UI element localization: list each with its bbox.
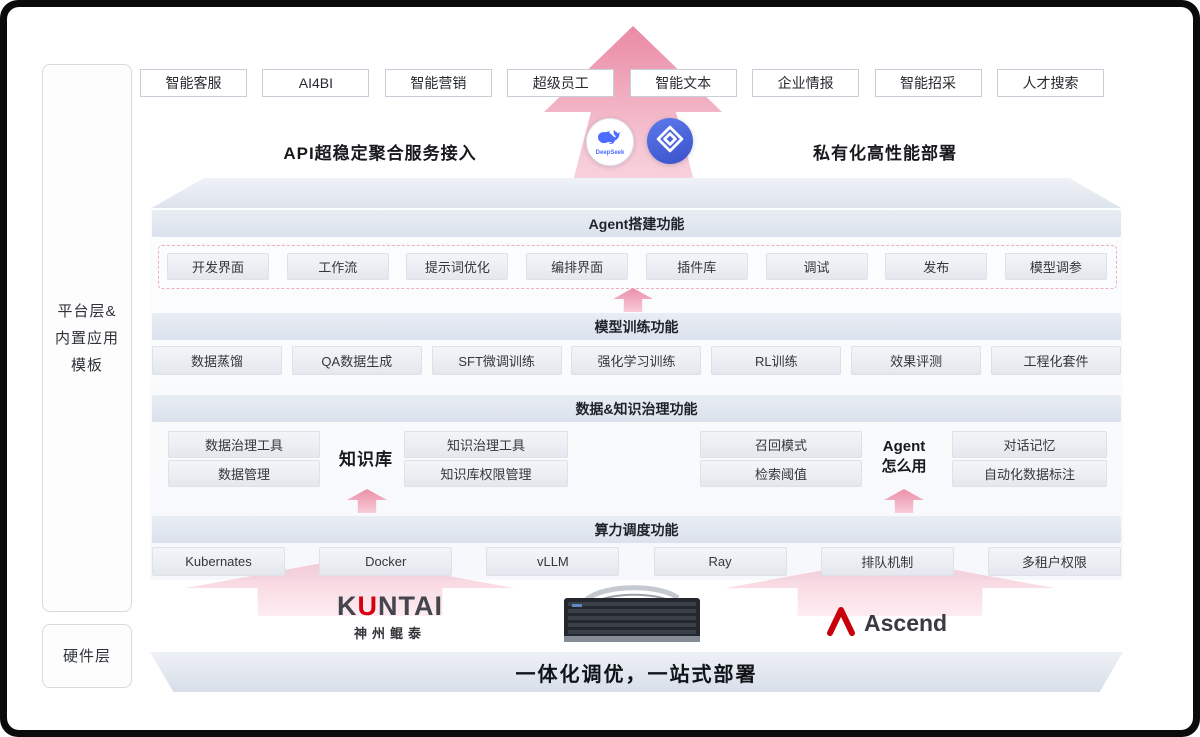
feature-box: 自动化数据标注 <box>952 460 1107 487</box>
feature-box: 插件库 <box>645 253 748 280</box>
feature-box: Ray <box>653 547 787 576</box>
knowledge-base-label: 知识库 <box>339 450 393 469</box>
app-box: 智能招采 <box>874 69 982 97</box>
private-deploy-label: 私有化高性能部署 <box>813 144 957 163</box>
ascend-mark-icon <box>826 606 856 641</box>
feature-box: 数据治理工具 <box>168 431 320 458</box>
ascend-logo-text: Ascend <box>864 610 948 636</box>
feature-box: 强化学习训练 <box>571 346 702 375</box>
platform-layer-line: 模板 <box>70 356 103 374</box>
platform-panel-top-face <box>150 178 1123 209</box>
deepseek-badge-label: DeepSeek <box>595 150 625 156</box>
kuntai-logo-subtext: 神州鲲泰 <box>353 626 426 641</box>
kuntai-logo-text: KUNTAI <box>337 591 443 621</box>
feature-box: 工作流 <box>286 253 389 280</box>
api-access-label: API超稳定聚合服务接入 <box>283 144 477 163</box>
app-box: 超级员工 <box>507 69 615 97</box>
platform-layer-line: 内置应用 <box>54 329 119 347</box>
top-app-row: 智能客服 AI4BI 智能营销 超级员工 智能文本 企业情报 智能招采 人才搜索 <box>140 69 1104 97</box>
feature-box: 知识治理工具 <box>404 431 568 458</box>
app-box: 智能文本 <box>629 69 737 97</box>
agent-usage-line: Agent <box>882 438 926 455</box>
model-knot-badge <box>647 118 693 164</box>
feature-box: 数据管理 <box>168 460 320 487</box>
app-box: 人才搜索 <box>996 69 1104 97</box>
training-items-row: 数据蒸馏 QA数据生成 SFT微调训练 强化学习训练 RL训练 效果评测 工程化… <box>152 346 1121 375</box>
feature-box: Kubernates <box>152 547 285 576</box>
section-bar-data-governance: 数据&知识治理功能 <box>152 395 1121 422</box>
feature-box: 排队机制 <box>820 547 954 576</box>
feature-box: 多租户权限 <box>987 547 1121 576</box>
feature-box: 工程化套件 <box>990 346 1121 375</box>
feature-box: QA数据生成 <box>291 346 422 375</box>
section-bar-compute-scheduling: 算力调度功能 <box>152 516 1121 543</box>
agent-usage-line: 怎么用 <box>881 458 927 475</box>
feature-box: 发布 <box>885 253 988 280</box>
server-image <box>552 584 712 652</box>
compute-items-row: Kubernates Docker vLLM Ray 排队机制 多租户权限 <box>152 547 1121 576</box>
section-bar-model-training: 模型训练功能 <box>152 313 1121 340</box>
app-box: 智能客服 <box>140 69 247 97</box>
hardware-layer-label: 硬件层 <box>42 624 132 688</box>
platform-layer-line: 平台层& <box>57 302 117 320</box>
section-bar-agent-build: Agent搭建功能 <box>152 210 1121 237</box>
agent-items-dashed-outline <box>158 245 1117 289</box>
feature-box: RL训练 <box>711 346 842 375</box>
deepseek-badge: DeepSeek <box>586 118 634 166</box>
app-box: 智能营销 <box>384 69 492 97</box>
feature-box: 对话记忆 <box>952 431 1107 458</box>
feature-box: 检索阈值 <box>700 460 862 487</box>
app-box: 企业情报 <box>752 69 860 97</box>
feature-box: 开发界面 <box>167 253 269 280</box>
kuntai-logo: KUNTAI 神州鲲泰 <box>325 592 455 642</box>
knot-icon <box>656 125 684 158</box>
feature-box: 知识库权限管理 <box>404 460 568 487</box>
feature-box: 调试 <box>765 253 868 280</box>
feature-box: Docker <box>319 547 453 576</box>
agent-usage-label: Agent 怎么用 <box>868 428 940 486</box>
feature-box: 数据蒸馏 <box>152 346 282 375</box>
platform-layer-label: 平台层& 内置应用 模板 <box>42 64 132 612</box>
feature-box: 模型调参 <box>1004 253 1107 280</box>
feature-box: 编排界面 <box>526 253 629 280</box>
feature-box: SFT微调训练 <box>431 346 562 375</box>
feature-box: 提示词优化 <box>406 253 509 280</box>
deepseek-whale-icon <box>597 127 623 150</box>
hardware-layer-text: 硬件层 <box>62 647 111 665</box>
feature-box: vLLM <box>486 547 620 576</box>
server-rack-icon <box>564 585 700 642</box>
feature-box: 效果评测 <box>851 346 982 375</box>
agent-items-row: 开发界面 工作流 提示词优化 编排界面 插件库 调试 发布 模型调参 <box>167 253 1107 280</box>
app-box: AI4BI <box>262 69 370 97</box>
feature-box: 召回模式 <box>700 431 862 458</box>
ascend-logo: Ascend <box>826 606 947 641</box>
deployment-banner: 一体化调优，一站式部署 <box>150 652 1123 692</box>
